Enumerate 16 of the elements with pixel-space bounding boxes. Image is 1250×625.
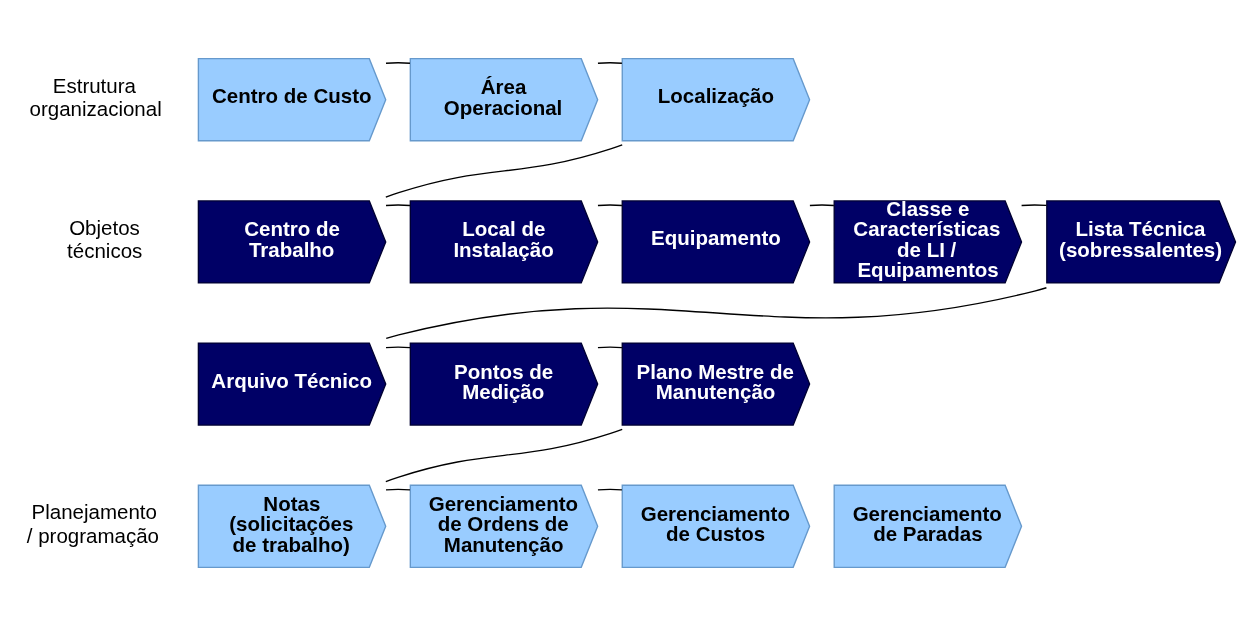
connector — [1020, 203, 1048, 206]
label: Objetos técnicos — [67, 215, 143, 262]
connector — [385, 143, 623, 198]
connector — [597, 61, 623, 64]
label: Planejamento / programação — [26, 499, 159, 547]
connector — [385, 346, 411, 348]
connector — [385, 428, 623, 482]
connector — [385, 203, 411, 206]
connector — [809, 203, 835, 206]
connector — [385, 61, 411, 64]
connector — [597, 488, 623, 491]
connector — [385, 488, 411, 491]
connector — [597, 346, 623, 348]
connector — [385, 286, 1048, 339]
label: Estrutura organizacional — [29, 73, 162, 120]
connector — [597, 203, 623, 206]
